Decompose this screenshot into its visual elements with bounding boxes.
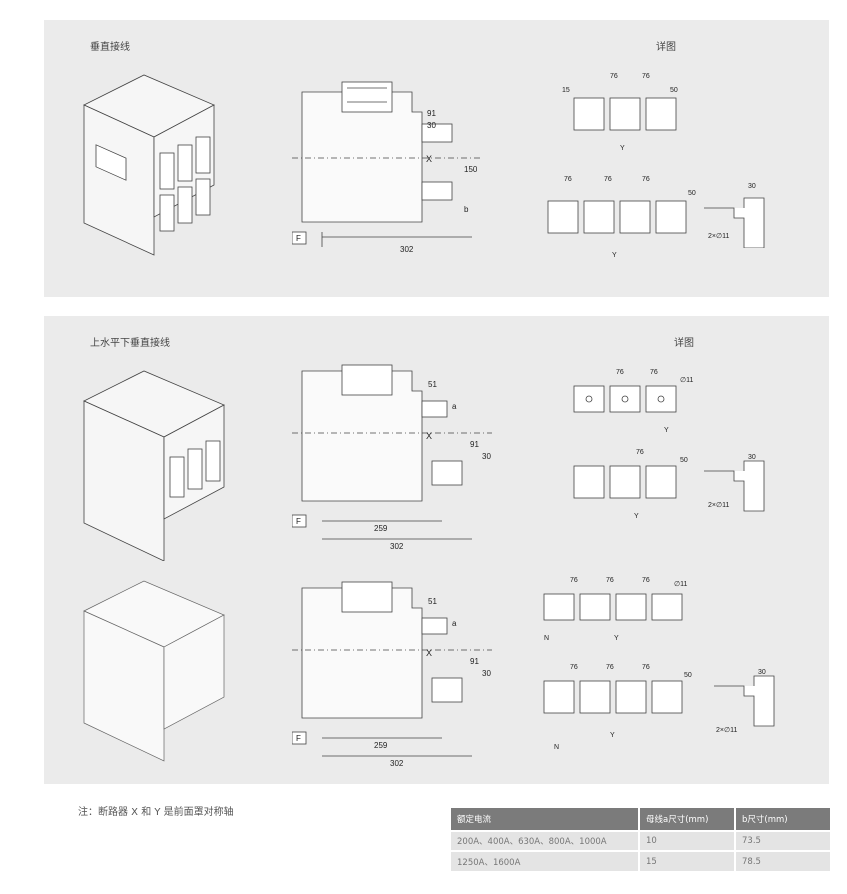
dim-50: 50 bbox=[680, 457, 688, 464]
vertical-wiring-panel: 垂直接线 详图 302 91 30 X 150 bbox=[44, 20, 829, 297]
dim-76: 76 bbox=[642, 664, 650, 671]
table-row: 1250A、1600A 15 78.5 bbox=[451, 850, 830, 871]
breaker-isometric-drawing bbox=[83, 74, 215, 256]
breaker-side-view: 51 a X 91 30 259 302 F bbox=[292, 364, 492, 551]
neutral-label: N bbox=[544, 635, 549, 642]
breaker-side-view: 51 a X 91 30 259 302 F bbox=[292, 581, 492, 768]
bus-bar-hole-detail: 30 2×∅11 bbox=[714, 669, 775, 734]
detail-label: 详图 bbox=[656, 42, 676, 53]
dim-76: 76 bbox=[570, 664, 578, 671]
neutral-label: N bbox=[554, 744, 559, 751]
dim-51: 51 bbox=[428, 380, 437, 389]
dim-76: 76 bbox=[616, 369, 624, 376]
axis-y-label: Y bbox=[610, 732, 615, 739]
hole-spec: 2×∅11 bbox=[716, 727, 737, 734]
table-header-row: 额定电流 母线a尺寸(mm) b尺寸(mm) bbox=[451, 808, 830, 831]
table-cell: 78.5 bbox=[735, 850, 830, 871]
axis-y-label: Y bbox=[612, 252, 617, 259]
axis-x-label: X bbox=[426, 154, 432, 164]
terminal-detail-top: 76 76 15 50 Y bbox=[562, 73, 678, 152]
terminal-detail-bottom: 76 76 76 50 Y bbox=[547, 176, 696, 259]
dim-302: 302 bbox=[390, 542, 404, 551]
table-cell: 15 bbox=[639, 850, 736, 871]
column-header: b尺寸(mm) bbox=[735, 808, 830, 831]
breaker-isometric-drawing bbox=[83, 580, 225, 762]
front-marker: F bbox=[296, 234, 301, 243]
dim-76: 76 bbox=[642, 176, 650, 183]
hole-spec: 2×∅11 bbox=[708, 233, 729, 240]
front-marker: F bbox=[296, 734, 301, 743]
dim-76: 76 bbox=[606, 577, 614, 584]
dim-50: 50 bbox=[684, 672, 692, 679]
footnote: 注：断路器 X 和 Y 是前面罩对称轴 bbox=[78, 807, 234, 818]
dim-91: 91 bbox=[470, 440, 479, 449]
dim-a: a bbox=[452, 402, 457, 411]
hole-spec: 2×∅11 bbox=[708, 502, 729, 509]
dim-76: 76 bbox=[606, 664, 614, 671]
axis-y-label: Y bbox=[634, 513, 639, 520]
dim-76: 76 bbox=[604, 176, 612, 183]
bus-bar-hole-detail: 30 2×∅11 bbox=[704, 454, 765, 512]
dim-302: 302 bbox=[390, 759, 404, 768]
dim-76: 76 bbox=[564, 176, 572, 183]
dim-76: 76 bbox=[642, 577, 650, 584]
dim-302: 302 bbox=[400, 245, 414, 254]
dim-76: 76 bbox=[642, 73, 650, 80]
dim-phi11: ∅11 bbox=[680, 377, 693, 384]
terminal-detail-4pole-top: 76 76 76 ∅11 N Y bbox=[543, 577, 687, 642]
dim-91: 91 bbox=[470, 657, 479, 666]
column-header: 母线a尺寸(mm) bbox=[639, 808, 736, 831]
table-cell: 73.5 bbox=[735, 830, 830, 851]
dim-76: 76 bbox=[650, 369, 658, 376]
dim-259: 259 bbox=[374, 741, 388, 750]
dim-91: 91 bbox=[427, 109, 436, 118]
axis-y-label: Y bbox=[614, 635, 619, 642]
dim-76: 76 bbox=[636, 449, 644, 456]
terminal-detail-mid: 76 50 Y bbox=[573, 449, 688, 520]
horizontal-vertical-wiring-panel: 上水平下垂直接线 详图 51 a X 91 30 259 302 bbox=[44, 316, 829, 784]
dim-30: 30 bbox=[427, 121, 436, 130]
dim-50: 50 bbox=[688, 190, 696, 197]
dim-30: 30 bbox=[748, 183, 756, 190]
dim-30: 30 bbox=[748, 454, 756, 461]
axis-y-label: Y bbox=[664, 427, 669, 434]
axis-x-label: X bbox=[426, 648, 432, 658]
dim-76: 76 bbox=[610, 73, 618, 80]
breaker-isometric-drawing bbox=[83, 370, 225, 561]
dim-phi11: ∅11 bbox=[674, 581, 687, 588]
table-cell: 1250A、1600A bbox=[451, 850, 640, 871]
axis-x-label: X bbox=[426, 431, 432, 441]
dim-30: 30 bbox=[482, 452, 491, 461]
column-header: 额定电流 bbox=[451, 808, 640, 831]
dim-150: 150 bbox=[464, 165, 478, 174]
terminal-detail-top: 76 76 ∅11 Y bbox=[573, 369, 693, 434]
table-row: 200A、400A、630A、800A、1000A 10 73.5 bbox=[451, 830, 830, 851]
axis-y-label: Y bbox=[620, 145, 625, 152]
detail-label: 详图 bbox=[674, 338, 694, 349]
dim-30: 30 bbox=[758, 669, 766, 676]
spec-table: 额定电流 母线a尺寸(mm) b尺寸(mm) 200A、400A、630A、80… bbox=[451, 808, 830, 871]
dim-50: 50 bbox=[670, 87, 678, 94]
table-cell: 10 bbox=[639, 830, 736, 851]
front-marker: F bbox=[296, 517, 301, 526]
terminal-detail-4pole-bottom: 76 76 76 50 Y N bbox=[543, 664, 692, 751]
dim-51: 51 bbox=[428, 597, 437, 606]
bus-bar-hole-detail: 30 2×∅11 bbox=[704, 183, 765, 248]
dim-30: 30 bbox=[482, 669, 491, 678]
dim-b: b bbox=[464, 205, 469, 214]
dim-15: 15 bbox=[562, 87, 570, 94]
dim-259: 259 bbox=[374, 524, 388, 533]
breaker-side-view: 302 91 30 X 150 b F bbox=[292, 81, 482, 254]
section-title: 上水平下垂直接线 bbox=[90, 338, 170, 349]
dim-a: a bbox=[452, 619, 457, 628]
table-cell: 200A、400A、630A、800A、1000A bbox=[451, 830, 640, 851]
dim-76: 76 bbox=[570, 577, 578, 584]
section-title: 垂直接线 bbox=[90, 42, 130, 53]
